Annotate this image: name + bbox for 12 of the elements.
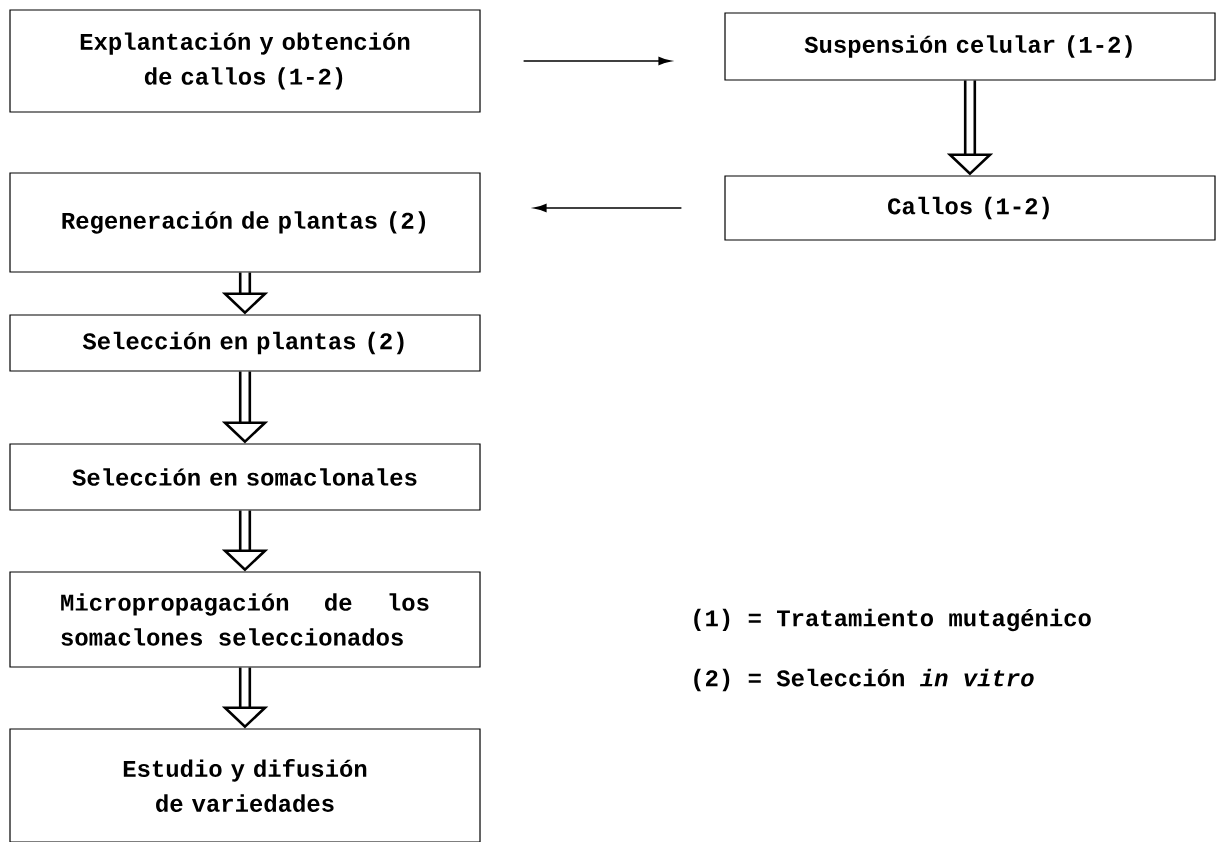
process-box: Selección en somaclonales bbox=[9, 443, 481, 511]
arrow bbox=[522, 56, 671, 66]
legend-note: (1) = Tratamiento mutagénico bbox=[694, 608, 1091, 632]
legend-note: (2) = Selección in vitro bbox=[694, 668, 1034, 692]
process-box: Selección en plantas (2) bbox=[9, 314, 481, 372]
process-box: Estudio y difusión de variedades bbox=[9, 728, 481, 842]
process-box: Regeneración de plantas (2) bbox=[9, 172, 481, 273]
process-box: Explantación y obtención de callos (1-2) bbox=[9, 9, 481, 113]
process-box: Micropropagación de los somaclones seleccionados bbox=[9, 571, 481, 668]
process-box: Suspensión celular (1-2) bbox=[724, 12, 1216, 81]
process-box: Callos (1-2) bbox=[724, 175, 1216, 241]
arrow bbox=[534, 203, 683, 213]
